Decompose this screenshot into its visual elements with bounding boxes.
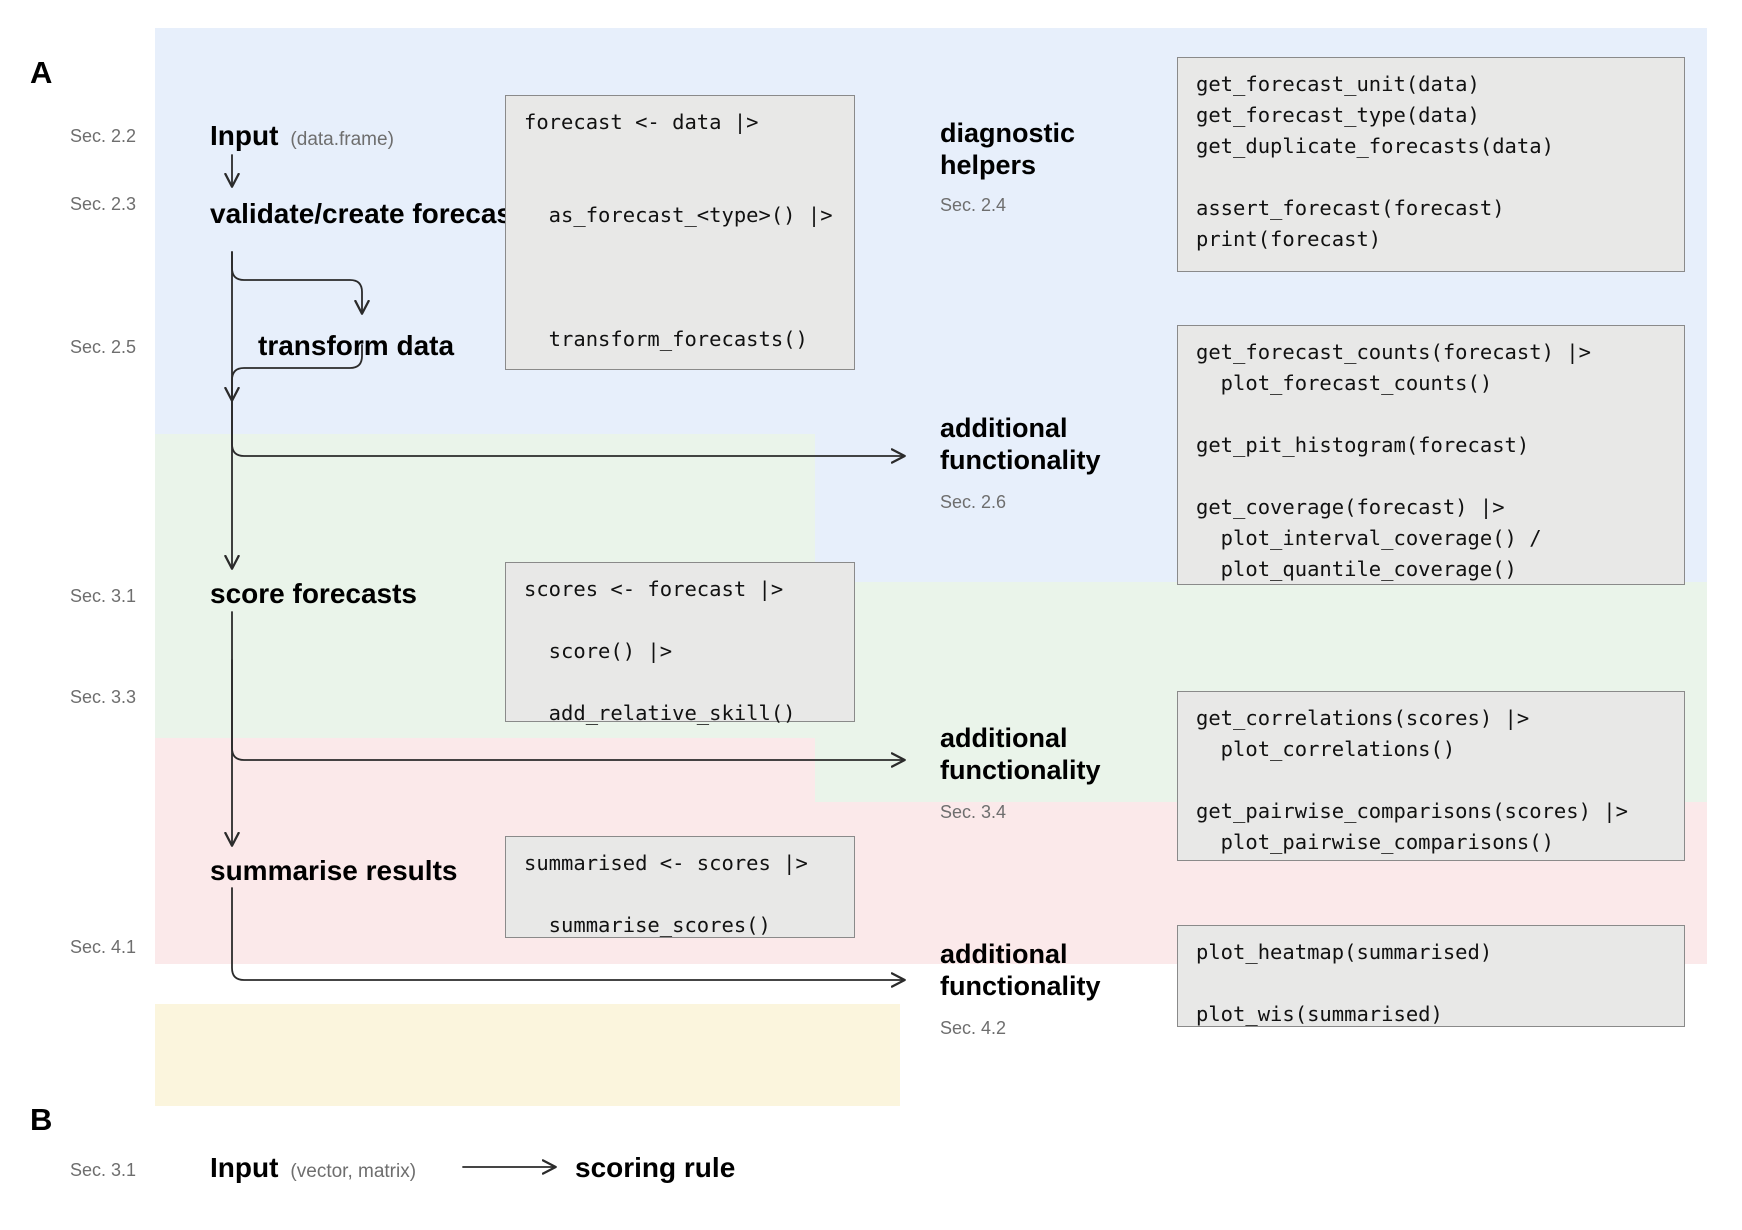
group-title-additional-b: additional functionality [940,723,1101,786]
code-line: transform_forecasts() [524,327,808,351]
code-line: summarise_scores() [524,913,771,937]
code-line: score() |> [524,639,673,663]
code-line: add_relative_skill() [524,701,796,725]
panel-b-letter: B [30,1102,53,1137]
code-box-diagnostic-helpers: get_forecast_unit(data) get_forecast_type… [1177,57,1685,272]
step-input: Input (data.frame) [210,120,394,152]
code-box-score-pipeline: scores <- forecast |> score() |> add_rel… [505,562,855,723]
code-line: plot_quantile_coverage() [1196,557,1517,581]
code-box-additional-b: get_correlations(scores) |> plot_correla… [1177,691,1685,861]
group-title-diagnostic-helpers: diagnostic helpers [940,118,1076,181]
code-line: get_forecast_unit(data) [1196,72,1480,96]
panel-b-input: Input (vector, matrix) [210,1152,416,1184]
code-line: get_forecast_type(data) [1196,103,1480,127]
code-line [1196,404,1666,435]
code-line: plot_correlations() [1196,737,1456,761]
step-transform: transform data [258,330,455,361]
code-line: get_pit_histogram(forecast) [1196,433,1530,457]
code-line [524,884,836,915]
code-line: scores <- forecast |> [524,577,784,601]
sec-label-summarise-arrow: Sec. 3.3 [70,687,137,707]
code-line: forecast <- data |> [524,110,759,134]
code-line: as_forecast_<type>() |> [524,203,833,227]
code-line [524,672,836,703]
code-line: plot_wis(summarised) [1196,1002,1443,1026]
sec-label-additional-c: Sec. 4.2 [940,1018,1007,1038]
code-line: plot_interval_coverage() / [1196,526,1542,550]
code-line: get_forecast_counts(forecast) |> [1196,340,1591,364]
code-line: plot_forecast_counts() [1196,371,1493,395]
code-line [524,610,836,641]
step-score: score forecasts [210,578,418,609]
code-line: get_coverage(forecast) |> [1196,495,1505,519]
band-panel-b [155,1004,900,1106]
code-line [524,236,836,267]
code-line: get_pairwise_comparisons(scores) |> [1196,799,1628,823]
code-line [524,143,836,174]
sec-label-score: Sec. 3.1 [70,586,137,606]
panel-b-input-sublabel: (vector, matrix) [290,1161,417,1182]
sec-label-additional-a: Sec. 2.6 [940,492,1007,512]
code-line: get_correlations(scores) |> [1196,706,1530,730]
code-box-summarise-pipeline: summarised <- scores |> summarise_scores… [505,836,855,938]
sec-label-summarise: Sec. 4.1 [70,937,137,957]
panel-b-target: scoring rule [575,1152,736,1183]
code-line [1196,466,1666,497]
panel-a-letter: A [30,55,53,90]
sec-label-additional-b: Sec. 3.4 [940,802,1007,822]
step-input-sublabel: (data.frame) [290,129,394,150]
group-title-additional-c: additional functionality [940,939,1101,1002]
step-summarise: summarise results [210,855,458,886]
code-line [524,267,836,298]
code-line: get_duplicate_forecasts(data) [1196,134,1554,158]
code-line: plot_pairwise_comparisons() [1196,830,1554,854]
code-line [524,298,836,329]
code-line: plot_heatmap(summarised) [1196,940,1493,964]
code-box-pipeline-main: forecast <- data |> as_forecast_<type>()… [505,95,855,370]
sec-label-diagnostic: Sec. 2.4 [940,195,1007,215]
code-line: summarised <- scores |> [524,851,808,875]
sec-label-input: Sec. 2.2 [70,126,137,146]
code-line [1196,973,1666,1004]
code-line: print(forecast) [1196,227,1382,251]
panel-b-input-label: Input [210,1152,279,1183]
code-line [524,174,836,205]
sec-label-panel-b: Sec. 3.1 [70,1160,137,1180]
code-box-additional-a: get_forecast_counts(forecast) |> plot_fo… [1177,325,1685,585]
code-line [1196,167,1666,198]
code-line: assert_forecast(forecast) [1196,196,1505,220]
step-input-label: Input [210,120,279,151]
code-box-additional-c: plot_heatmap(summarised) plot_wis(summar… [1177,925,1685,1027]
code-line [1196,770,1666,801]
group-title-additional-a: additional functionality [940,413,1101,476]
sec-label-transform: Sec. 2.5 [70,337,137,357]
sec-label-validate: Sec. 2.3 [70,194,137,214]
